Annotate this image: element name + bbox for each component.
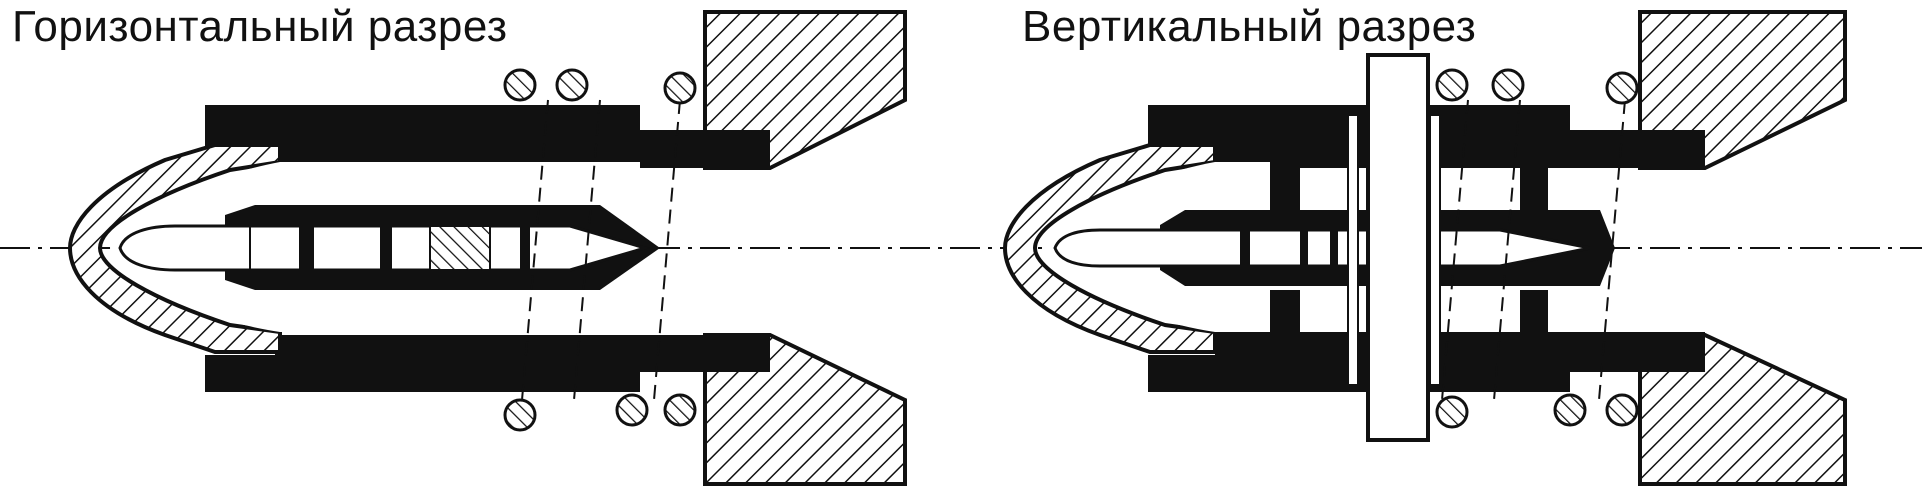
barrel-body-bottom <box>205 335 770 392</box>
spring-lines <box>1441 99 1626 401</box>
nose-cone <box>1002 143 1217 354</box>
vertical-plate <box>1366 53 1430 442</box>
vertical-section-title: Вертикальный разрез <box>1022 2 1477 51</box>
nose-cone <box>67 143 282 354</box>
spring-coils <box>1435 68 1639 429</box>
spring-coils <box>503 68 697 432</box>
projectile <box>1053 228 1591 268</box>
spring-lines <box>521 99 681 401</box>
horizontal-section <box>67 10 907 486</box>
vertical-section <box>1002 10 1847 486</box>
slot-right <box>1429 114 1441 386</box>
slot-left <box>1347 114 1359 386</box>
projectile <box>118 224 651 272</box>
horizontal-section-title: Горизонтальный разрез <box>12 2 508 51</box>
barrel-body-top <box>205 105 770 168</box>
